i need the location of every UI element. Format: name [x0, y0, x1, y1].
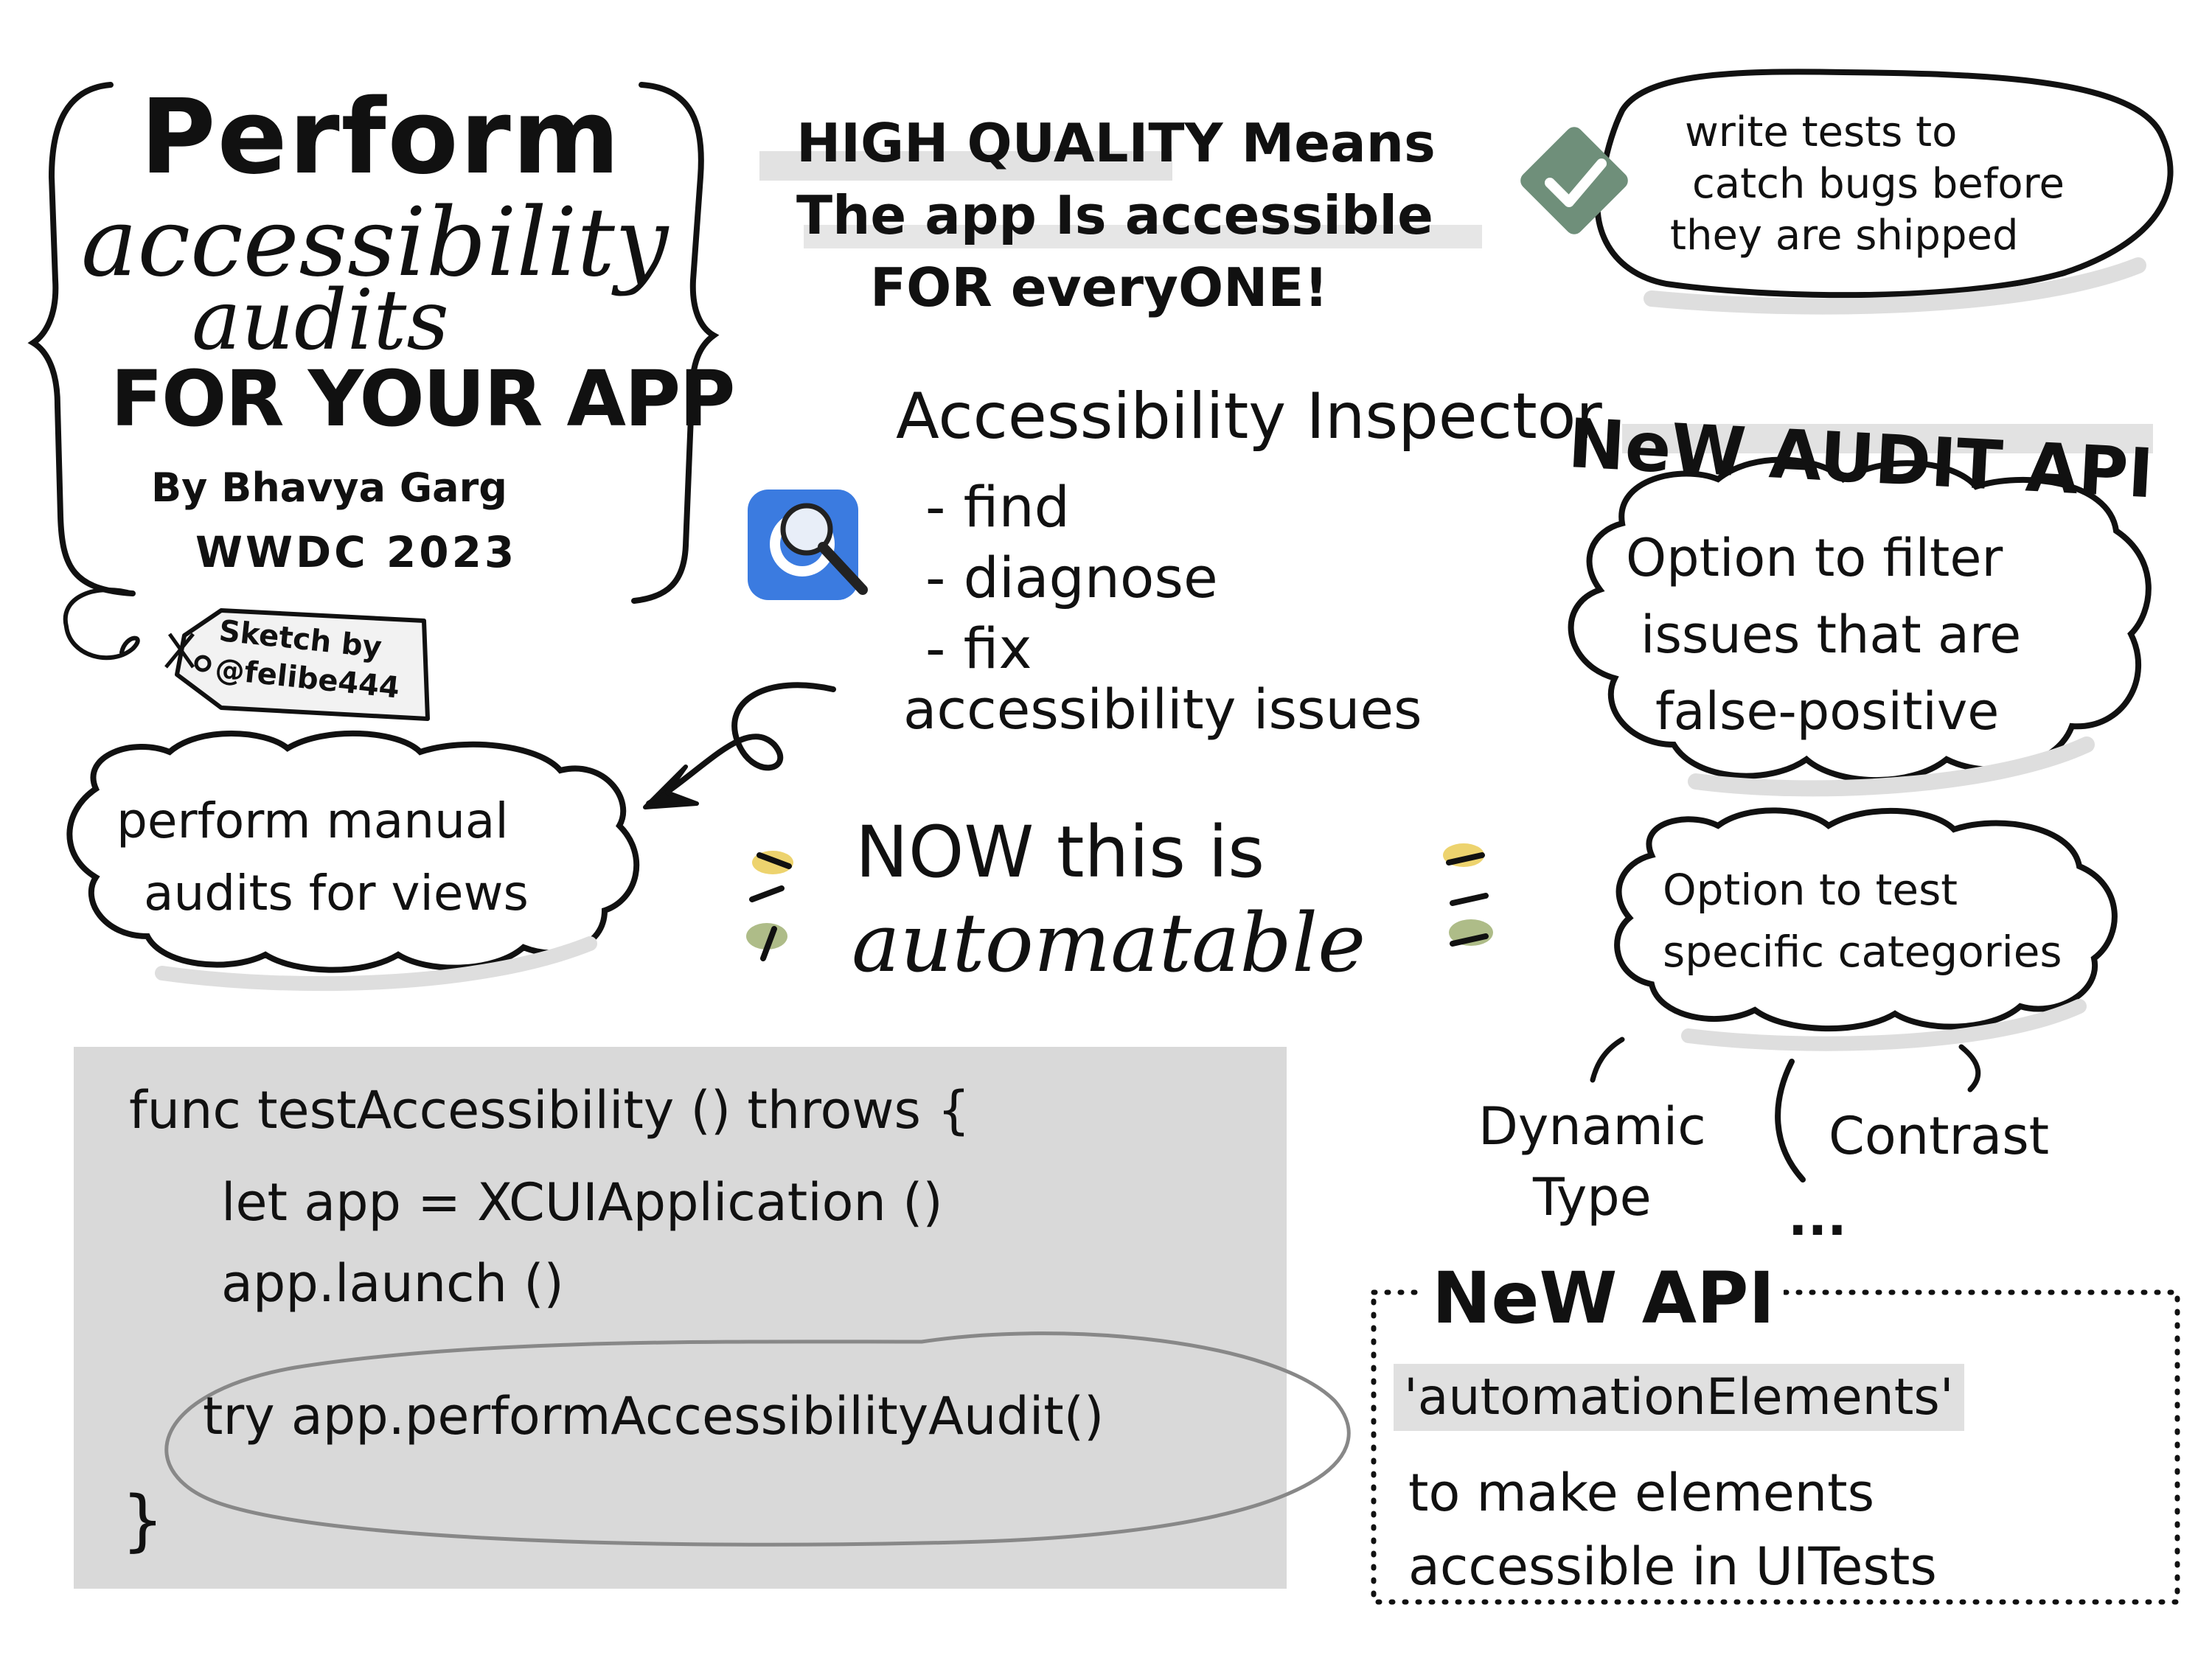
code-block — [74, 1047, 1287, 1589]
manual-cloud-shadow — [155, 936, 597, 992]
title-event: WWDC 2023 — [195, 527, 518, 577]
spark-right-lines — [1446, 852, 1489, 947]
title-right-brace — [631, 82, 720, 604]
hq-line-1: HIGH QUALITY Means — [796, 112, 1436, 174]
title-for-your-app: FOR YOUR APP — [111, 354, 735, 444]
tag-string — [63, 588, 140, 661]
manual-audits-text: perform manual audits for views — [111, 785, 529, 930]
code-line-close-brace: } — [122, 1482, 164, 1559]
check-icon — [1504, 111, 1644, 251]
tests-bubble — [1594, 69, 2174, 299]
tests-line-3: they are shipped — [1670, 212, 2019, 260]
hq-highlight — [759, 151, 1172, 181]
manual-arrowhead — [643, 764, 699, 809]
hq-line-2: The app Is accessible — [796, 184, 1433, 246]
categories-line-1: Option to test — [1663, 865, 1958, 915]
manual-arrow — [646, 682, 836, 807]
branch-right — [1958, 1044, 1981, 1093]
tag-knot — [164, 633, 195, 669]
inspector-item-find: - find — [925, 474, 1070, 540]
filter-line-1: Option to filter — [1626, 528, 2003, 588]
accessibility-inspector-icon — [745, 487, 874, 608]
tests-bubble-shadow — [1644, 257, 2146, 315]
category-more: ... — [1788, 1187, 1847, 1247]
categories-cloud-shadow — [1681, 999, 2087, 1051]
title-audits: audits — [192, 273, 449, 369]
title-perform: Perform — [140, 77, 622, 198]
code-line-launch: app.launch () — [221, 1253, 564, 1314]
tests-bubble-text: write tests to catch bugs before they ar… — [1670, 107, 2065, 262]
spark-left-green — [746, 923, 787, 950]
filter-line-2: issues that are — [1641, 605, 2022, 665]
code-highlight-ellipse — [164, 1331, 1351, 1547]
categories-line-2: specific categories — [1663, 927, 2062, 977]
high-quality-statement: HIGH QUALITY Means The app Is accessible… — [796, 107, 1436, 324]
inspector-list: - find - diagnose - fix — [925, 472, 1218, 684]
automatable-line-2: automatable — [852, 896, 1366, 990]
tag-shape — [175, 608, 430, 721]
hq-line-3: FOR everyONE! — [870, 257, 1329, 318]
title-author: By Bhavya Garg — [151, 464, 507, 511]
filter-cloud — [1568, 456, 2152, 784]
inspector-title: Accessibility Inspector — [896, 380, 1602, 453]
filter-line-3: false-positive — [1655, 681, 2000, 742]
inspector-item-diagnose: - diagnose — [925, 545, 1218, 610]
automatable-line-1: NOW this is — [855, 811, 1265, 894]
tag-hole — [194, 655, 212, 672]
code-line-func: func testAccessibility () throws { — [129, 1080, 970, 1140]
manual-cloud — [66, 730, 640, 973]
branch-left — [1590, 1037, 1625, 1083]
inspector-footer: accessibility issues — [903, 678, 1422, 742]
category-divider — [1775, 1059, 1806, 1182]
categories-option-text: Option to test specific categories — [1663, 859, 2062, 983]
dynamic-line-1: Dynamic — [1478, 1096, 1706, 1157]
manual-line-2: audits for views — [144, 865, 529, 922]
new-api-desc-line-2: accessible in UITests — [1408, 1536, 1937, 1597]
title-left-brace — [27, 82, 136, 596]
audit-api-highlight — [1622, 424, 2153, 453]
manual-line-1: perform manual — [116, 793, 509, 849]
new-api-description: to make elements accessible in UITests — [1408, 1456, 1937, 1603]
spark-left-lines — [749, 852, 792, 961]
filter-cloud-shadow — [1688, 736, 2095, 797]
automation-elements-label: 'automationElements' — [1394, 1364, 1964, 1431]
categories-cloud — [1614, 807, 2118, 1032]
inspector-item-fix: - fix — [925, 616, 1032, 681]
filter-option-text: Option to filter issues that are false-p… — [1626, 520, 2021, 750]
code-line-perform-audit: try app.performAccessibilityAudit() — [203, 1386, 1105, 1446]
code-line-let-app: let app = XCUIApplication () — [221, 1172, 943, 1233]
new-api-title: NeW API — [1423, 1257, 1784, 1340]
dynamic-line-2: Type — [1532, 1167, 1652, 1227]
tests-line-2: catch bugs before — [1692, 160, 2065, 208]
category-dynamic-type: Dynamic Type — [1478, 1091, 1706, 1233]
hq-highlight-2 — [804, 225, 1482, 248]
tests-line-1: write tests to — [1685, 108, 1958, 156]
category-contrast: Contrast — [1829, 1106, 2050, 1166]
new-api-desc-line-1: to make elements — [1408, 1463, 1875, 1523]
title-accessibility: accessibility — [81, 188, 669, 298]
